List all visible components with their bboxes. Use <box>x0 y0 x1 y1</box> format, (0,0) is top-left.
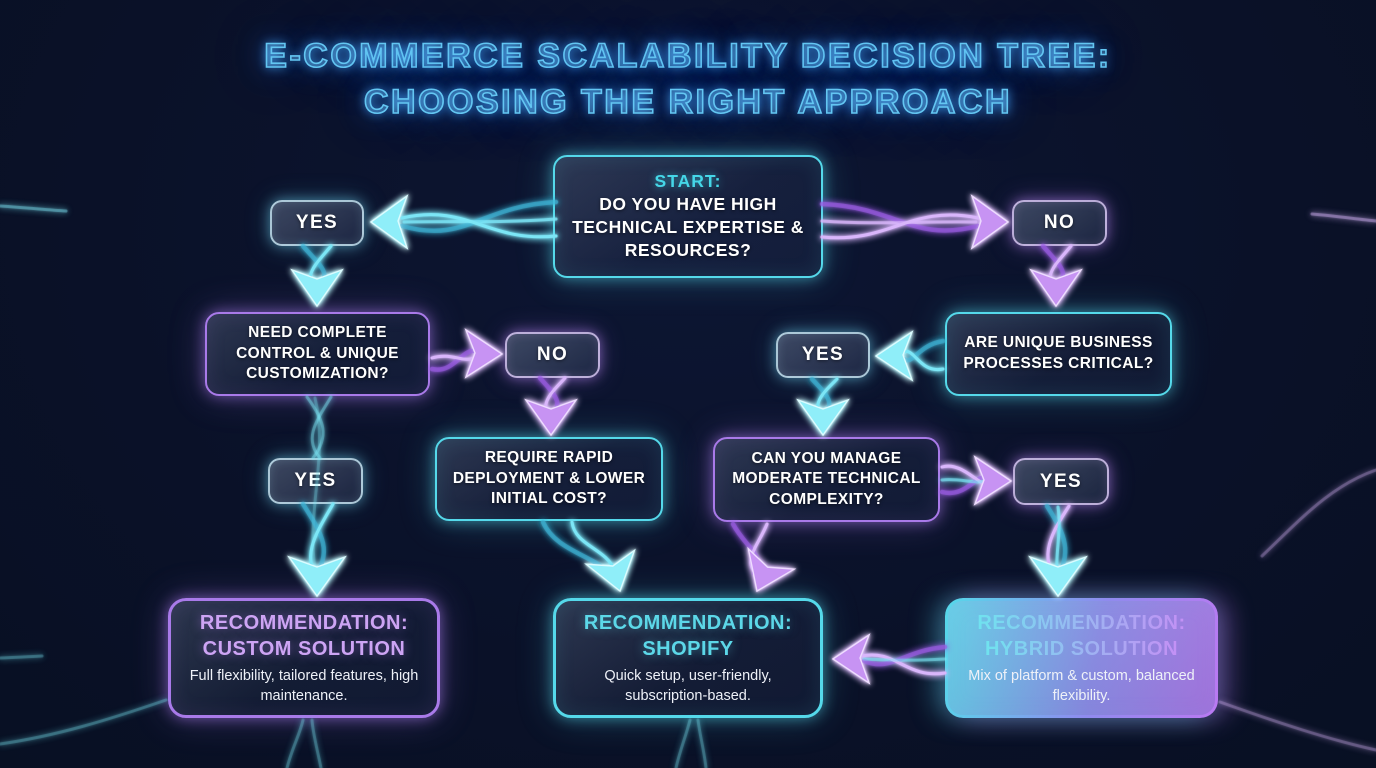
node-require-rapid: REQUIRE RAPID DEPLOYMENT & LOWER INITIAL… <box>435 437 663 521</box>
node-need-control: NEED COMPLETE CONTROL & UNIQUE CUSTOMIZA… <box>205 312 430 396</box>
yes-label: YES <box>1039 470 1083 492</box>
node-yes-top-left: YES <box>270 200 364 246</box>
yes-label: YES <box>294 470 337 491</box>
yes-label: YES <box>801 344 845 365</box>
rec-custom-heading-2: CUSTOM SOLUTION <box>202 637 406 660</box>
arrow-no-to-require-rapid-icon <box>524 375 578 437</box>
arrow-yes-to-rec-hybrid-icon <box>1028 503 1088 598</box>
require-rapid-question: REQUIRE RAPID DEPLOYMENT & LOWER INITIAL… <box>452 449 646 508</box>
need-control-question: NEED COMPLETE CONTROL & UNIQUE CUSTOMIZA… <box>236 324 399 383</box>
node-no-top-right: NO <box>1012 200 1107 246</box>
title-line-2: CHOOSING THE RIGHT APPROACH <box>363 82 1013 122</box>
yes-label: YES <box>295 212 339 233</box>
arrow-unique-critical-to-yes-icon <box>874 330 946 382</box>
rec-shopify-detail: Quick setup, user-friendly, subscription… <box>604 667 772 704</box>
arrow-no-to-unique-critical-icon <box>1029 243 1083 308</box>
unique-critical-question: ARE UNIQUE BUSINESS PROCESSES CRITICAL? <box>963 334 1154 372</box>
arrow-need-control-to-no-icon <box>429 328 504 379</box>
rec-custom-heading-1: RECOMMENDATION: <box>199 611 409 634</box>
node-rec-hybrid: RECOMMENDATION: HYBRID SOLUTION Mix of p… <box>945 598 1218 718</box>
arrow-can-manage-to-yes-icon <box>939 455 1013 506</box>
can-manage-question: CAN YOU MANAGE MODERATE TECHNICAL COMPLE… <box>732 449 921 508</box>
node-unique-critical: ARE UNIQUE BUSINESS PROCESSES CRITICAL? <box>945 312 1172 396</box>
node-yes-lower-right: YES <box>1013 458 1109 505</box>
rec-shopify-heading-2: SHOPIFY <box>642 637 734 660</box>
node-rec-shopify: RECOMMENDATION: SHOPIFY Quick setup, use… <box>553 598 823 718</box>
arrow-hybrid-to-shopify-icon <box>831 633 948 685</box>
arrow-yes-to-need-control-icon <box>290 243 344 308</box>
no-label: NO <box>1043 212 1076 233</box>
start-question: DO YOU HAVE HIGH TECHNICAL EXPERTISE & R… <box>572 194 804 261</box>
no-label: NO <box>536 344 569 365</box>
page-title: E-COMMERCE SCALABILITY DECISION TREE: CH… <box>0 34 1376 126</box>
node-can-manage: CAN YOU MANAGE MODERATE TECHNICAL COMPLE… <box>713 437 940 522</box>
arrow-yes-to-can-manage-icon <box>796 376 850 437</box>
node-yes-mid: YES <box>776 332 870 378</box>
arrow-require-rapid-to-shopify-icon <box>540 519 636 593</box>
node-yes-lower-left: YES <box>268 458 363 504</box>
rec-hybrid-detail: Mix of platform & custom, balanced flexi… <box>968 667 1195 704</box>
start-prefix-label: START: <box>654 171 722 192</box>
rec-custom-detail: Full flexibility, tailored features, hig… <box>189 667 419 704</box>
rec-shopify-heading-1: RECOMMENDATION: <box>583 611 793 634</box>
rec-hybrid-heading-1: RECOMMENDATION: <box>977 611 1186 634</box>
rec-hybrid-heading-2: HYBRID SOLUTION <box>984 637 1179 660</box>
arrow-start-to-no-right-icon <box>819 194 1010 250</box>
arrow-can-manage-to-shopify-icon <box>730 521 797 593</box>
node-start: START: DO YOU HAVE HIGH TECHNICAL EXPERT… <box>553 155 823 278</box>
node-rec-custom: RECOMMENDATION: CUSTOM SOLUTION Full fle… <box>168 598 440 718</box>
title-line-1: E-COMMERCE SCALABILITY DECISION TREE: <box>263 36 1112 76</box>
arrow-start-to-yes-left-icon <box>369 194 559 250</box>
node-no-mid: NO <box>505 332 600 378</box>
